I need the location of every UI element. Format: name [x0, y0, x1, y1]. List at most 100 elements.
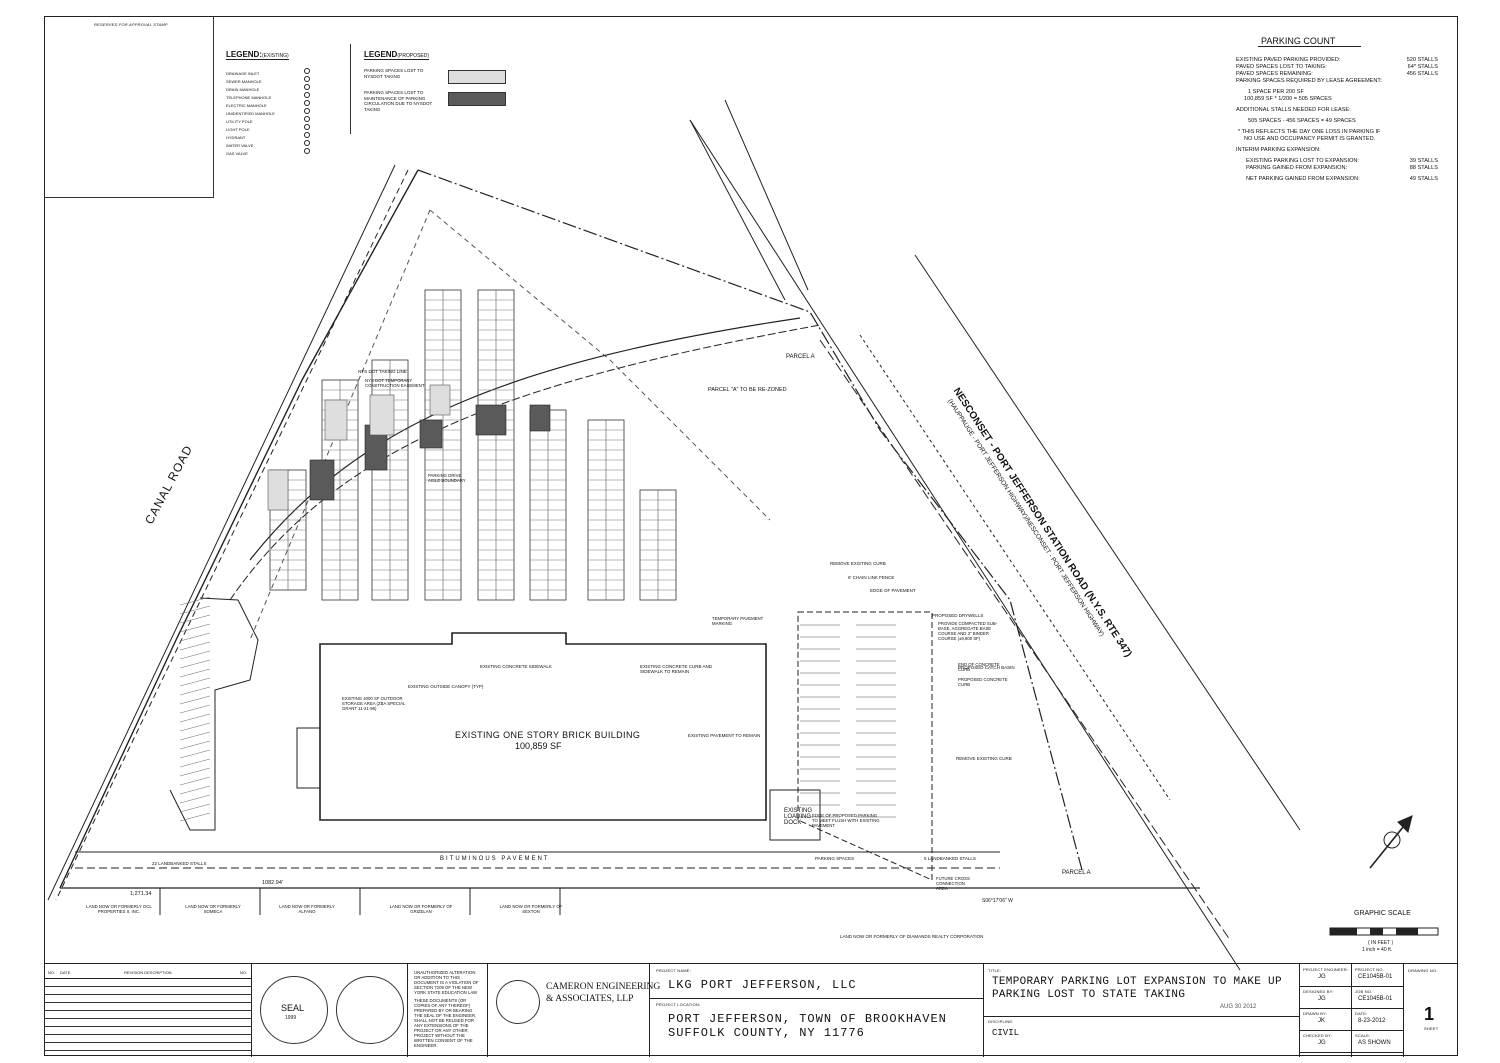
west-stall-line — [179, 740, 211, 750]
project-location-label: PROJECT LOCATION: — [656, 1002, 701, 1007]
legend-existing-title-text: LEGEND: — [226, 50, 262, 59]
owner-label: LAND NOW OR FORMERLY OF SEXTON — [499, 904, 563, 914]
legend-proposed-label: PARKING SPACES LOST TO NYSDOT TAKING — [364, 68, 424, 79]
loading-dock — [769, 789, 821, 841]
lease-line1: 1 SPACE PER 200 SF — [1248, 89, 1304, 95]
owner-bottom-label: LAND NOW OR FORMERLY OF DIAMANDS REALTY … — [840, 934, 984, 939]
side-street — [689, 119, 786, 301]
nys-temp-easement-line — [229, 324, 821, 601]
canal-road-edge — [47, 164, 396, 901]
firm-cell: CAMERON ENGINEERING & ASSOCIATES, LLP — [488, 964, 660, 1057]
legend-symbol — [304, 100, 310, 106]
drawing-no-cell: DRAWING NO. 1 SHEET — [1404, 964, 1458, 1057]
west-stall-line — [179, 713, 211, 723]
people-label: DESIGNED BY: — [1303, 989, 1334, 994]
note-line1: * THIS REFLECTS THE DAY ONE LOSS IN PARK… — [1238, 129, 1381, 135]
people-label: CHECKED BY: — [1303, 1033, 1333, 1038]
parking-count-value: 64* STALLS — [1407, 64, 1438, 70]
parking-count-label: PARKING GAINED FROM EXPANSION: — [1246, 165, 1348, 171]
owner-label: LAND NOW OR FORMERLY SOMECA — [185, 904, 241, 914]
number-label: SCALE: — [1355, 1033, 1371, 1038]
legend-existing-item: DRAINAGE INLET — [226, 71, 260, 76]
legend-existing-item: WATER VALVE — [226, 143, 254, 148]
stall-lost-circulation — [309, 459, 335, 501]
dim-s06-label: S06°17'06" W — [982, 898, 1013, 904]
west-stall-line — [179, 749, 211, 759]
parking-count-value: 456 STALLS — [1406, 71, 1438, 77]
firm-logo — [496, 980, 540, 1024]
owner-label: LAND NOW OR FORMERLY OF GRIZELAN — [389, 904, 453, 914]
legend-existing-item: LIGHT POLE — [226, 127, 250, 132]
outdoor-storage-label: EXISTING 4000 SF OUTDOOR STORAGE AREA (Z… — [342, 696, 406, 711]
west-stall-line — [179, 767, 211, 777]
legend-proposed-item: PARKING SPACES LOST TO NYSDOT TAKING — [364, 68, 506, 90]
people-divider — [1300, 1008, 1352, 1009]
drywells-label: PROPOSED DRYWELLS — [932, 613, 984, 618]
discipline-label: DISCIPLINE: — [988, 1019, 1014, 1024]
seal-text: SEAL — [281, 1003, 305, 1013]
lease-header: PARKING SPACES REQUIRED BY LEASE AGREEME… — [1216, 78, 1446, 85]
legend-symbol — [304, 140, 310, 146]
number-divider — [1352, 986, 1404, 987]
north-arrow-circle — [1383, 831, 1401, 849]
west-stall-line — [179, 650, 211, 660]
parking-count-row: EXISTING PARKING LOST TO EXPANSION:39 ST… — [1216, 158, 1446, 165]
number-label: PROJECT NO. — [1355, 967, 1385, 972]
parking-count-label: EXISTING PARKING LOST TO EXPANSION: — [1246, 158, 1359, 164]
lease-header-text: PARKING SPACES REQUIRED BY LEASE AGREEME… — [1236, 78, 1382, 84]
graphic-scale-units: ( IN FEET ) — [1368, 940, 1394, 946]
parking-count-table: PARKING COUNT EXISTING PAVED PARKING PRO… — [1216, 37, 1446, 183]
net-value: 49 STALLS — [1409, 176, 1438, 182]
discipline: CIVIL — [992, 1028, 1020, 1038]
west-parking-lot — [169, 597, 259, 831]
legend-symbol — [304, 148, 310, 154]
title-block: NO. DATE REVISION DESCRIPTION NO. SEAL 1… — [44, 963, 1458, 1057]
west-stall-line — [179, 695, 211, 705]
west-stall-line — [179, 722, 211, 732]
parking-count-label: PAVED SPACES REMAINING: — [1236, 71, 1313, 77]
west-stall-line — [179, 641, 211, 651]
legend-symbol — [304, 124, 310, 130]
unauthorized-note: UNAUTHORIZED ALTERATION OR ADDITION TO T… — [414, 970, 479, 995]
west-stall-line — [179, 776, 211, 786]
project-location-1: PORT JEFFERSON, TOWN OF BROOKHAVEN — [668, 1012, 947, 1026]
number-value: 8-23-2012 — [1358, 1018, 1386, 1024]
number-value: AS SHOWN — [1358, 1040, 1391, 1046]
route-edge — [819, 339, 1231, 941]
legend-existing-item: UTILITY POLE — [226, 119, 253, 124]
title-divider — [984, 1016, 1300, 1017]
additional-header: ADDITIONAL STALLS NEEDED FOR LEASE: — [1236, 107, 1351, 113]
west-stall-line — [179, 731, 211, 741]
west-stall-line — [179, 812, 211, 822]
interim-rows: EXISTING PARKING LOST TO EXPANSION:39 ST… — [1216, 158, 1446, 172]
stamp-note: RESERVED FOR APPROVAL STAMP — [94, 22, 168, 27]
existing-curb-label: EXISTING CONCRETE CURB AND SIDEWALK TO R… — [640, 664, 713, 674]
number-divider — [1352, 1030, 1404, 1031]
dim-1082-label: 1082.94' — [262, 880, 283, 886]
parking-count-rows: EXISTING PAVED PARKING PROVIDED:520 STAL… — [1216, 57, 1446, 78]
people-divider — [1300, 1030, 1352, 1031]
sidewalk-label: EXISTING CONCRETE SIDEWALK — [480, 664, 552, 669]
parcel-a-bottom-label: PARCEL A — [1062, 870, 1091, 876]
end-curb-label: END OF CONCRETE CURB — [958, 662, 1000, 672]
corporate-seal: SEAL 1999 — [260, 976, 328, 1044]
loading-dock-label: EXISTING LOADING DOCK — [784, 808, 813, 826]
interim-header: INTERIM PARKING EXPANSION: — [1236, 147, 1321, 153]
remove-curb-label: REMOVE EXISTING CURB — [830, 561, 886, 566]
number-label: JOB NO. — [1355, 989, 1373, 994]
revision-line — [44, 986, 252, 987]
side-street — [724, 99, 809, 291]
route-edge — [914, 254, 1301, 831]
legend-existing-item: TELEPHONE MANHOLE — [226, 95, 272, 100]
west-stall-line — [179, 677, 211, 687]
number-label: DATE: — [1355, 1011, 1368, 1016]
stall-lost-taking — [324, 399, 348, 441]
rev-h-desc: REVISION DESCRIPTION — [124, 970, 172, 975]
people-divider — [1300, 1052, 1352, 1053]
parcel-a-label: PARCEL A — [786, 354, 815, 360]
approval-stamp-box: RESERVED FOR APPROVAL STAMP — [44, 16, 214, 198]
firm-name-1: CAMERON ENGINEERING — [546, 982, 661, 992]
landbanked2-label: 5 LANDBANKED STALLS — [924, 856, 976, 861]
parking-count-value: 520 STALLS — [1406, 57, 1438, 63]
stall-lost-circulation — [419, 419, 443, 449]
